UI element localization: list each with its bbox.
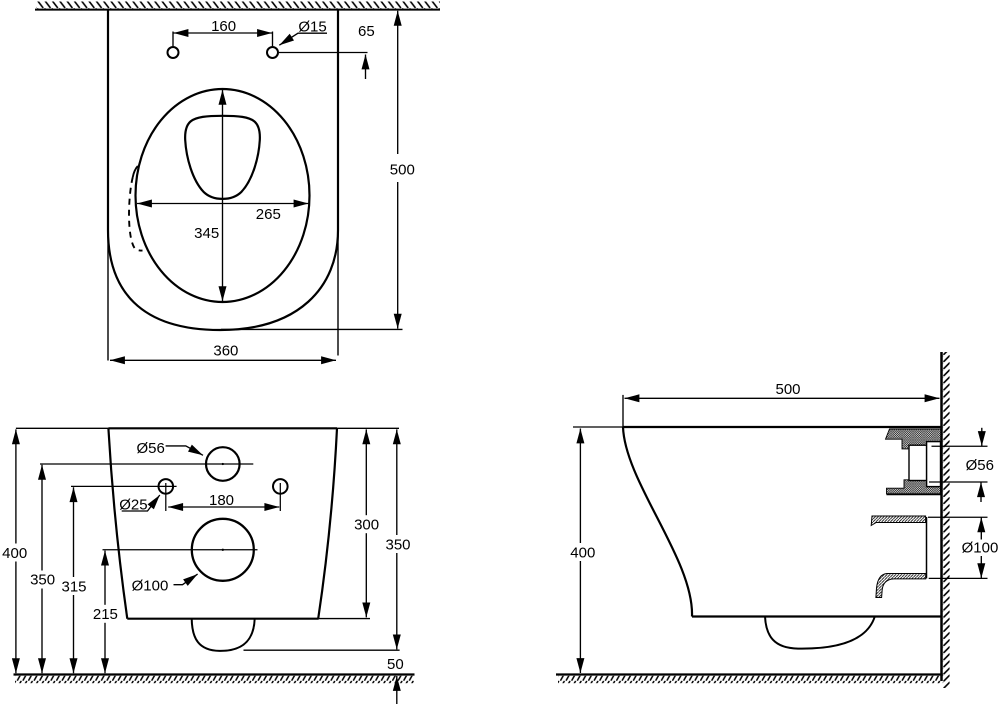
svg-text:215: 215: [93, 606, 118, 623]
svg-text:Ø100: Ø100: [132, 578, 169, 595]
svg-text:315: 315: [61, 578, 86, 595]
svg-text:500: 500: [775, 381, 800, 398]
svg-text:500: 500: [390, 161, 415, 178]
svg-text:50: 50: [387, 656, 404, 673]
svg-text:65: 65: [358, 23, 375, 40]
svg-text:350: 350: [385, 536, 410, 553]
svg-text:265: 265: [256, 206, 281, 223]
svg-text:Ø25: Ø25: [119, 497, 147, 514]
svg-text:Ø56: Ø56: [137, 440, 165, 457]
svg-text:350: 350: [30, 572, 55, 589]
svg-text:Ø15: Ø15: [298, 18, 326, 35]
svg-text:180: 180: [209, 492, 234, 509]
svg-text:160: 160: [211, 18, 236, 35]
svg-text:345: 345: [194, 225, 219, 242]
svg-text:Ø56: Ø56: [966, 457, 994, 474]
svg-text:Ø100: Ø100: [962, 539, 999, 556]
svg-text:300: 300: [354, 516, 379, 533]
svg-text:360: 360: [213, 342, 238, 359]
svg-text:400: 400: [2, 545, 27, 562]
svg-text:400: 400: [570, 544, 595, 561]
